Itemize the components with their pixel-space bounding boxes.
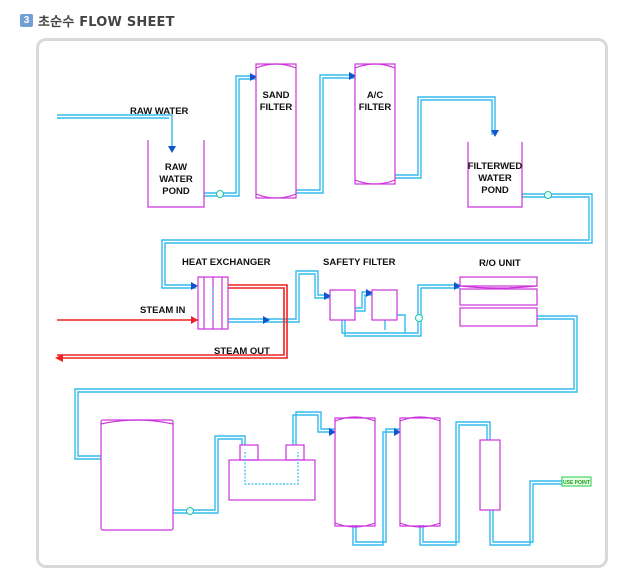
ac-filter-label-2: FILTER [359, 102, 392, 113]
raw-pond-label-2: WATER [159, 174, 193, 185]
filtered-pond-label-1: FILTERWED [468, 161, 523, 172]
storage-tank [100, 419, 174, 531]
steam-lines [57, 284, 288, 359]
ro-unit [459, 276, 538, 327]
ro-unit-label: R/O UNIT [479, 258, 521, 269]
raw-water-label: RAW WATER [130, 106, 189, 117]
heat-exchanger [197, 276, 229, 330]
heat-exchanger-label: HEAT EXCHANGER [182, 257, 271, 268]
sand-filter-label-1: SAND [263, 90, 290, 101]
raw-water-pond [147, 140, 205, 208]
steam-out-label: STEAM OUT [214, 346, 270, 357]
sand-filter [255, 63, 297, 199]
filtered-pond-label-3: POND [481, 185, 509, 196]
use-point-label: USE POINT [563, 480, 590, 486]
polisher-vessel-1 [334, 417, 376, 527]
steam-in-label: STEAM IN [140, 305, 186, 316]
safety-filter-label: SAFETY FILTER [323, 257, 396, 268]
section-header: 3 초순수 FLOW SHEET [20, 11, 175, 30]
use-point: USE POINT [561, 476, 592, 487]
safety-filter-2 [371, 289, 398, 321]
flow-sheet-frame [36, 38, 608, 568]
polisher-vessel-2 [399, 417, 441, 527]
flow-arrows [168, 72, 499, 436]
pumps [186, 190, 552, 515]
raw-pond-label-3: POND [162, 186, 190, 197]
steam-in-arrow [191, 316, 198, 324]
filtered-water-pond [467, 142, 523, 208]
sand-filter-label-2: FILTER [260, 102, 293, 113]
section-number-badge: 3 [20, 13, 33, 27]
safety-filter-1 [329, 289, 356, 321]
ac-filter-label-1: A/C [367, 90, 384, 101]
mixed-bed-unit [228, 444, 316, 501]
steam-out-arrow [55, 354, 63, 362]
raw-pond-label-1: RAW [165, 162, 187, 173]
filtered-pond-label-2: WATER [478, 173, 512, 184]
ac-filter [354, 63, 396, 185]
final-filter [479, 439, 501, 511]
water-pipes [57, 74, 593, 546]
section-title: 초순수 FLOW SHEET [38, 14, 175, 30]
